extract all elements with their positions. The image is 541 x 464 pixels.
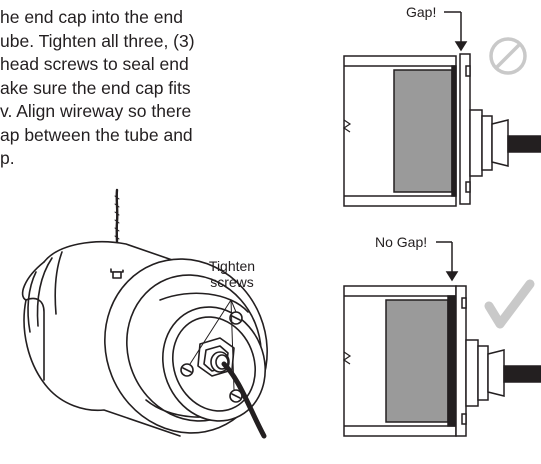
no-gap-diagram	[342, 241, 541, 437]
instruction-line: ube. Tighten all three, (3)	[0, 30, 195, 51]
instruction-line: ake sure the end cap fits	[0, 77, 191, 98]
power-cord	[221, 361, 267, 439]
instruction-text: he end cap into the end ube. Tighten all…	[0, 6, 290, 171]
instruction-line: head screws to seal end	[0, 54, 189, 74]
gap-label: Gap!	[406, 4, 437, 20]
no-gap-label: No Gap!	[375, 234, 428, 250]
gap-diagram	[342, 11, 541, 207]
instruction-line: p.	[0, 148, 15, 168]
gland-base	[465, 339, 479, 407]
screw-heads	[180, 311, 243, 403]
end-cap-illustration	[21, 188, 268, 439]
prohibited-icon	[489, 37, 527, 75]
end-cap-block	[393, 69, 453, 193]
instruction-line: ap between the tube and	[0, 124, 193, 145]
checkmark-icon	[484, 279, 535, 329]
gland-base	[469, 109, 483, 177]
tighten-callout-line1: Tighten	[208, 258, 256, 274]
instruction-line: v. Align wireway so there	[0, 101, 192, 121]
tighten-callout-line2: screws	[210, 274, 254, 290]
instruction-line: he end cap into the end	[0, 7, 183, 27]
tighten-screws-callout: Tighten screws	[192, 258, 272, 290]
tighten-callout-leaders	[189, 299, 237, 391]
end-cap-block	[385, 299, 449, 423]
